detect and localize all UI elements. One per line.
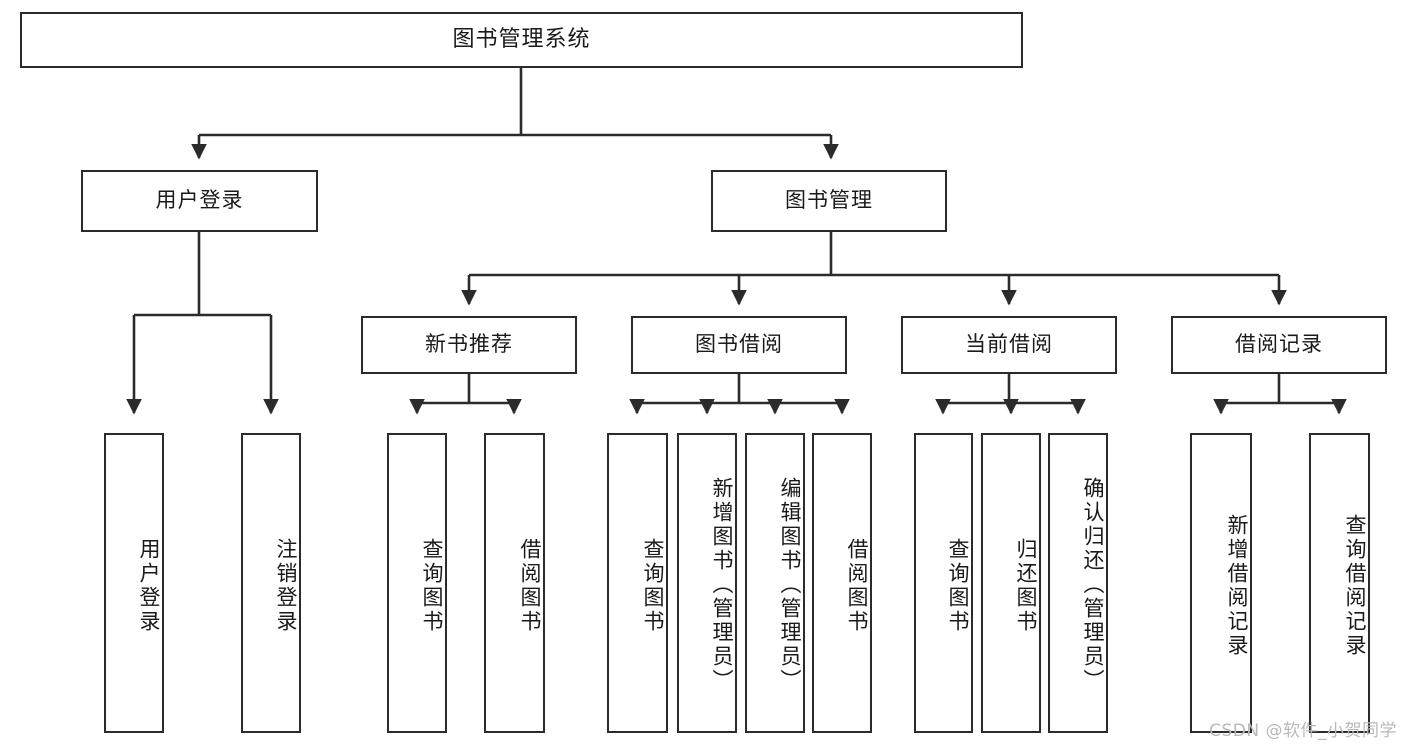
node-current-borrow[interactable]: 当前借阅: [901, 316, 1117, 374]
node-root-system[interactable]: 图书管理系统: [20, 12, 1023, 68]
node-user-login[interactable]: 用户登录: [81, 170, 318, 232]
leaf-label: 查询图书: [641, 538, 665, 634]
leaf-label: 注销登录: [274, 538, 298, 634]
node-current-borrow-label: 当前借阅: [965, 332, 1053, 357]
leaf-book-borrow-edit[interactable]: 编辑图书（管理员）: [745, 433, 805, 733]
leaf-new-book-query[interactable]: 查询图书: [387, 433, 447, 733]
leaf-label: 新增借阅记录: [1225, 514, 1249, 658]
node-book-borrow-label: 图书借阅: [695, 332, 783, 357]
leaf-label: 用户登录: [137, 538, 161, 634]
leaf-label: 查询图书: [420, 538, 444, 634]
leaf-label: 查询借阅记录: [1343, 514, 1367, 658]
node-book-borrow[interactable]: 图书借阅: [631, 316, 847, 374]
node-book-management-label: 图书管理: [785, 188, 873, 213]
leaf-label: 查询图书: [946, 538, 970, 634]
node-borrow-record-label: 借阅记录: [1235, 332, 1323, 357]
node-new-book-recommend-label: 新书推荐: [425, 332, 513, 357]
leaf-label: 归还图书: [1014, 538, 1038, 634]
leaf-current-borrow-return[interactable]: 归还图书: [981, 433, 1041, 733]
node-book-management[interactable]: 图书管理: [711, 170, 947, 232]
node-borrow-record[interactable]: 借阅记录: [1171, 316, 1387, 374]
node-new-book-recommend[interactable]: 新书推荐: [361, 316, 577, 374]
leaf-label: 编辑图书（管理员）: [778, 477, 802, 693]
leaf-book-borrow-add[interactable]: 新增图书（管理员）: [677, 433, 737, 733]
leaf-label: 借阅图书: [518, 538, 542, 634]
leaf-label: 借阅图书: [845, 538, 869, 634]
leaf-book-borrow-query[interactable]: 查询图书: [607, 433, 668, 733]
leaf-user-login-logout[interactable]: 注销登录: [241, 433, 301, 733]
leaf-label: 确认归还（管理员）: [1081, 477, 1105, 693]
leaf-borrow-record-add[interactable]: 新增借阅记录: [1190, 433, 1252, 733]
node-user-login-label: 用户登录: [155, 188, 244, 213]
leaf-book-borrow-borrow[interactable]: 借阅图书: [812, 433, 872, 733]
leaf-label: 新增图书（管理员）: [710, 477, 734, 693]
leaf-current-borrow-confirm[interactable]: 确认归还（管理员）: [1048, 433, 1108, 733]
watermark: CSDN @软件_小贺同学: [1209, 721, 1397, 741]
leaf-borrow-record-query[interactable]: 查询借阅记录: [1309, 433, 1370, 733]
node-root-label: 图书管理系统: [452, 26, 591, 52]
leaf-user-login-login[interactable]: 用户登录: [104, 433, 164, 733]
leaf-current-borrow-query[interactable]: 查询图书: [914, 433, 973, 733]
leaf-new-book-borrow[interactable]: 借阅图书: [484, 433, 545, 733]
